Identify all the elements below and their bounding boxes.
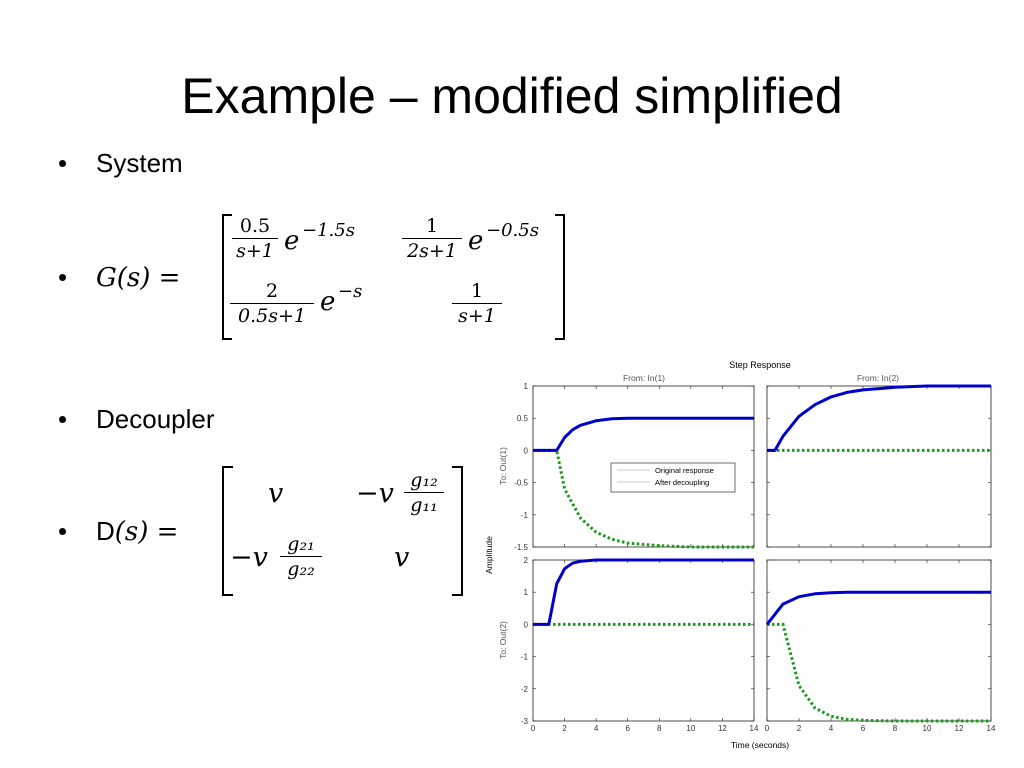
legend-entry: After decoupling [655,478,709,487]
legend-entry: Original response [655,466,714,475]
g22-numerator: 1 [470,280,484,302]
column-title-1: From: In(1) [623,373,665,383]
bullet-dot: • [58,262,68,292]
row-title-2: To: Out(2) [498,621,508,659]
d-lhs-prefix: D [96,516,115,546]
y-tick-label: -1 [521,511,529,520]
d12-numerator: g₁₂ [410,469,438,491]
y-tick-label: -2 [521,685,529,694]
g11-exponent: −1.5s [302,220,355,241]
row-title-1: To: Out(1) [498,447,508,485]
y-tick-label: -1.5 [514,543,528,552]
x-tick-label: 10 [686,724,695,733]
d11-entry: v [268,478,284,509]
d-matrix-right-bracket [452,466,463,596]
panel-frame [766,385,992,548]
x-tick-label: 2 [797,724,802,733]
bullet-system-label: System [96,148,183,178]
x-tick-label: 14 [750,724,759,733]
y-tick-label: 0 [524,446,529,455]
x-tick-label: 10 [923,724,932,733]
g11-denominator: s+1 [236,240,274,262]
d-lhs-rest: (s) = [114,517,179,547]
g12-exponent: −0.5s [486,220,539,241]
x-tick-label: 2 [562,724,567,733]
d12-denominator: g₁₁ [410,494,438,516]
d21-numerator: g₂₁ [287,533,315,555]
g12-numerator: 1 [425,215,439,237]
bullet-dot: • [58,404,68,434]
g21-exp-base: e [320,287,336,317]
legend-box [610,462,736,493]
g12-fraction: 1 2s+1 [402,214,462,263]
panel-frame [766,559,992,722]
y-tick-label: 1 [524,382,529,391]
d12-fraction: g₁₂ g₁₁ [404,468,444,517]
g11-numerator: 0.5 [239,215,271,237]
x-axis-label: Time (seconds) [731,740,789,750]
x-tick-label: 0 [531,724,536,733]
panel-r1-c2 [766,384,992,548]
y-tick-label: -3 [521,717,529,726]
x-tick-label: 8 [893,724,898,733]
x-tick-label: 8 [657,724,662,733]
x-tick-label: 4 [829,724,834,733]
original-response-line [533,416,754,452]
y-tick-label: 2 [524,556,529,565]
original-response-line [767,384,991,452]
bullet-system: • System [58,146,183,180]
chart-title: Step Response [729,360,791,370]
g11-exp-base: e [284,226,300,256]
d21-denominator: g₂₂ [287,558,315,580]
panel-r2-c2: 0 2 4 6 8 10 12 14 [765,559,996,733]
bullet-dot: • [58,148,68,178]
g-lhs: G(s) = [96,263,181,293]
slide-title: Example – modified simplified [181,68,843,124]
original-response-line [533,558,754,626]
original-response-line [765,590,991,626]
x-tick-label: 12 [718,724,727,733]
y-tick-label: 1 [524,588,529,597]
y-tick-label: 0.5 [517,414,529,423]
g21-denominator: 0.5s+1 [238,305,306,327]
y-tick-label: 0 [524,620,529,629]
step-response-chart: Step Response From: In(1) From: In(2) Am… [484,360,996,750]
x-tick-label: 6 [861,724,866,733]
g22-denominator: s+1 [458,305,496,327]
after-decoupling-line [767,622,991,723]
g12-exp-base: e [468,226,484,256]
bullet-decoupler: • Decoupler [58,402,215,436]
bullet-g-equation: • G(s) = [58,260,180,295]
d12-prefix: −v [356,478,394,509]
bullet-dot: • [58,516,68,546]
g21-numerator: 2 [265,280,279,302]
bullet-d-equation: • D(s) = [58,514,178,549]
d-matrix-left-bracket [222,466,233,596]
x-tick-label: 0 [765,724,770,733]
column-title-2: From: In(2) [857,373,899,383]
g21-fraction: 2 0.5s+1 [230,279,314,328]
x-tick-label: 6 [625,724,630,733]
d21-prefix: −v [230,542,268,573]
panel-frame [532,559,755,722]
g21-exponent: −s [338,281,363,302]
g22-fraction: 1 s+1 [452,279,502,328]
d22-entry: v [394,542,410,573]
y-tick-label: -0.5 [514,479,528,488]
y-tick-label: -1 [521,653,529,662]
g11-fraction: 0.5 s+1 [232,214,278,263]
d21-fraction: g₂₁ g₂₂ [280,532,322,581]
g-matrix-left-bracket [222,214,232,340]
x-tick-label: 4 [594,724,599,733]
x-tick-label: 12 [955,724,964,733]
bullet-decoupler-label: Decoupler [96,404,215,434]
y-axis-label: Amplitude [484,536,494,574]
g12-denominator: 2s+1 [407,240,457,262]
x-tick-label: 14 [987,724,996,733]
g-matrix-right-bracket [555,214,565,340]
